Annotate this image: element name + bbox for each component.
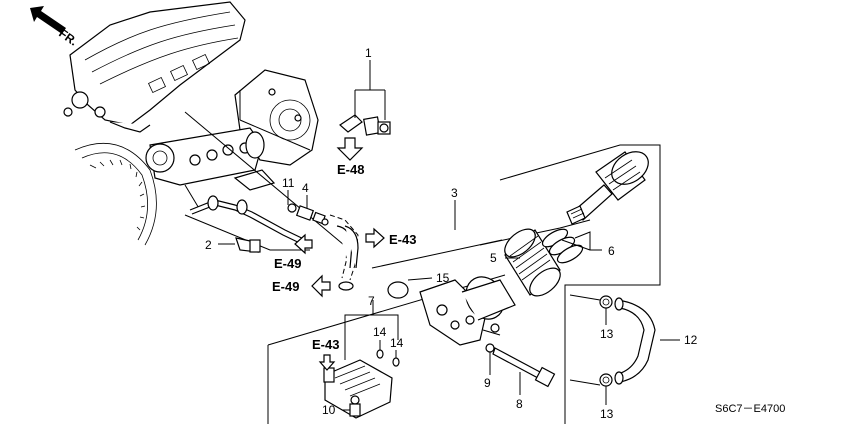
part-9-bolt	[492, 347, 556, 388]
flywheel-outline	[74, 143, 157, 246]
oil-pipe	[189, 169, 311, 248]
ref-e48: E-48	[337, 162, 364, 177]
part-10-bolt	[349, 403, 361, 417]
part-14-oring-a	[376, 349, 384, 359]
filter-stem	[566, 184, 613, 225]
diagram-code: S6C7－E4700	[715, 403, 785, 415]
callout-5: 5	[490, 251, 497, 265]
callout-14-a: 14	[373, 325, 387, 339]
callout-3: 3	[451, 186, 458, 200]
bracket-assembly	[145, 127, 265, 221]
callout-12: 11	[282, 176, 295, 190]
ref-e43-right: E-43	[389, 232, 416, 247]
part-12-washer	[287, 203, 297, 213]
e48-arrow-icon	[336, 137, 364, 161]
callout-2: 2	[205, 238, 212, 252]
callout-13-upper: 13	[600, 327, 614, 341]
callout-13-lower: 13	[600, 407, 614, 421]
callout-7: 7	[368, 294, 375, 308]
ref-e43-lower: E-43	[312, 337, 339, 352]
part-6-orings	[541, 228, 584, 264]
part-15-oring	[387, 281, 409, 299]
ref-e49-upper: E-49	[274, 256, 301, 271]
dashed-hose	[329, 214, 359, 291]
callout-9: 8	[516, 397, 523, 411]
callout-14-b: 14	[390, 336, 404, 350]
front-arrow-icon	[30, 6, 66, 34]
callout-11: 9	[484, 376, 491, 390]
part-13-clamp-lower	[599, 373, 613, 387]
part-7-oil-cooler	[323, 359, 393, 419]
e43-arrow-right-icon	[365, 227, 385, 249]
leader-frame-upper	[184, 111, 351, 251]
filter-cap	[595, 151, 649, 201]
callout-15: 15	[436, 271, 450, 285]
part-1-bolt	[339, 114, 391, 136]
callout-4: 4	[302, 181, 309, 195]
part-5-filter-element	[504, 228, 561, 297]
callout-8: 12	[684, 333, 698, 347]
part-14-oring-b	[392, 357, 400, 367]
engine-block	[63, 1, 246, 133]
part-11-washer	[485, 343, 495, 353]
leader-frame-lower	[184, 214, 310, 251]
filter-housing	[419, 276, 516, 346]
assembly-frame	[267, 144, 661, 424]
e49-arrow-upper-icon	[294, 233, 313, 255]
e43-arrow-down-icon	[318, 354, 336, 371]
callout-6: 6	[608, 244, 615, 258]
e49-arrow-lower-icon	[311, 274, 331, 298]
part-2-connector	[235, 237, 261, 253]
callout-1: 1	[365, 46, 372, 60]
part-13-clamp-upper	[599, 295, 613, 309]
ref-e49-lower: E-49	[272, 279, 299, 294]
part-4-fitting	[295, 205, 326, 225]
callout-10: 10	[322, 403, 336, 417]
part-8-hose	[614, 297, 656, 385]
